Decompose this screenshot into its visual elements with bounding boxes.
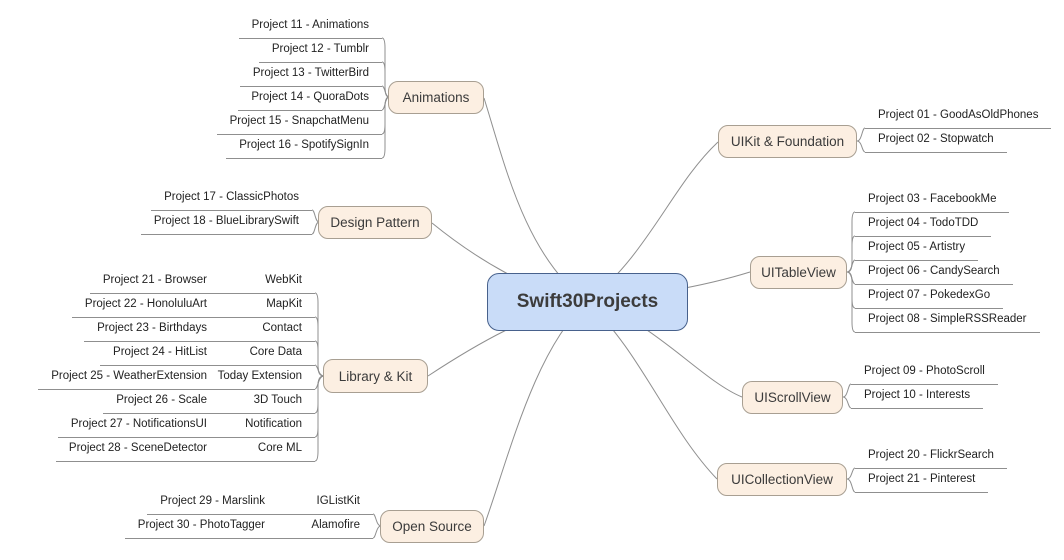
leaf-label: Project 27 - NotificationsUI bbox=[70, 418, 207, 430]
connector-center-animations bbox=[483, 97, 588, 303]
leaf-label: Project 28 - SceneDetector bbox=[68, 442, 207, 454]
leaf-kit-label: Today Extension bbox=[217, 370, 302, 382]
leaf-project-13[interactable]: Project 13 - TwitterBird bbox=[239, 66, 382, 87]
leaf-project-15[interactable]: Project 15 - SnapchatMenu bbox=[216, 114, 382, 135]
branch-uicollectionview[interactable]: UICollectionView bbox=[717, 463, 847, 496]
leaf-project-11[interactable]: Project 11 - Animations bbox=[238, 18, 382, 39]
leaf-project-26[interactable]: Project 26 - Scale 3D Touch bbox=[103, 393, 315, 414]
leaf-project-30[interactable]: Project 30 - PhotoTagger Alamofire bbox=[124, 518, 373, 539]
leaf-project-02[interactable]: Project 02 - Stopwatch bbox=[865, 132, 1007, 153]
leaf-project-22[interactable]: Project 22 - HonoluluArt MapKit bbox=[71, 297, 315, 318]
leaf-project-28[interactable]: Project 28 - SceneDetector Core ML bbox=[55, 441, 315, 462]
leaf-project-21-browser[interactable]: Project 21 - Browser WebKit bbox=[89, 273, 315, 294]
leaf-kit-label: IGListKit bbox=[316, 495, 360, 507]
connector-center-open-source bbox=[483, 301, 588, 527]
branch-library-kit[interactable]: Library & Kit bbox=[323, 359, 428, 393]
leaf-kit-label: MapKit bbox=[266, 298, 302, 310]
leaf-label: Project 29 - Marslink bbox=[160, 495, 265, 507]
leaf-kit-label: 3D Touch bbox=[253, 394, 302, 406]
leaf-project-23[interactable]: Project 23 - Birthdays Contact bbox=[84, 321, 315, 342]
branch-animations[interactable]: Animations bbox=[388, 81, 484, 114]
branch-uiscrollview[interactable]: UIScrollView bbox=[742, 381, 843, 414]
leaf-project-04[interactable]: Project 04 - TodoTDD bbox=[855, 216, 992, 237]
leaf-project-27[interactable]: Project 27 - NotificationsUI Notificatio… bbox=[57, 417, 315, 438]
leaf-kit-label: Notification bbox=[245, 418, 302, 430]
leaf-project-06[interactable]: Project 06 - CandySearch bbox=[855, 264, 1013, 285]
central-topic-swift30projects[interactable]: Swift30Projects bbox=[487, 273, 688, 331]
leaf-label: Project 23 - Birthdays bbox=[97, 322, 207, 334]
leaf-project-21-pinterest[interactable]: Project 21 - Pinterest bbox=[855, 472, 989, 493]
leaf-project-29[interactable]: Project 29 - Marslink IGListKit bbox=[147, 494, 373, 515]
leaf-kit-label: WebKit bbox=[265, 274, 302, 286]
leaf-label: Project 26 - Scale bbox=[116, 394, 207, 406]
leaf-project-18[interactable]: Project 18 - BlueLibrarySwift bbox=[140, 214, 312, 235]
leaf-project-16[interactable]: Project 16 - SpotifySignIn bbox=[226, 138, 382, 159]
leaf-label: Project 22 - HonoluluArt bbox=[84, 298, 207, 310]
branch-uikit-foundation[interactable]: UIKit & Foundation bbox=[718, 125, 857, 158]
leaf-project-07[interactable]: Project 07 - PokedexGo bbox=[855, 288, 1004, 309]
leaf-project-03[interactable]: Project 03 - FacebookMe bbox=[855, 192, 1010, 213]
leaf-label: Project 21 - Browser bbox=[102, 274, 207, 286]
leaf-label: Project 24 - HitList bbox=[113, 346, 207, 358]
leaf-kit-label: Alamofire bbox=[311, 519, 360, 531]
branch-open-source[interactable]: Open Source bbox=[380, 510, 484, 543]
leaf-project-05[interactable]: Project 05 - Artistry bbox=[855, 240, 979, 261]
leaf-label: Project 25 - WeatherExtension bbox=[51, 370, 207, 382]
leaf-project-25[interactable]: Project 25 - WeatherExtension Today Exte… bbox=[38, 369, 315, 390]
leaf-project-24[interactable]: Project 24 - HitList Core Data bbox=[100, 345, 315, 366]
branch-uitableview[interactable]: UITableView bbox=[750, 256, 847, 289]
branch-design-pattern[interactable]: Design Pattern bbox=[318, 206, 432, 239]
leaf-project-01[interactable]: Project 01 - GoodAsOldPhones bbox=[865, 108, 1052, 129]
leaf-kit-label: Core ML bbox=[257, 442, 302, 454]
leaf-project-10[interactable]: Project 10 - Interests bbox=[851, 388, 984, 409]
leaf-project-08[interactable]: Project 08 - SimpleRSSReader bbox=[855, 312, 1040, 333]
leaf-kit-label: Core Data bbox=[249, 346, 302, 358]
leaf-kit-label: Contact bbox=[262, 322, 302, 334]
leaf-project-20[interactable]: Project 20 - FlickrSearch bbox=[855, 448, 1007, 469]
leaf-project-12[interactable]: Project 12 - Tumblr bbox=[258, 42, 382, 63]
leaf-project-09[interactable]: Project 09 - PhotoScroll bbox=[851, 364, 998, 385]
leaf-label: Project 30 - PhotoTagger bbox=[137, 519, 265, 531]
leaf-project-14[interactable]: Project 14 - QuoraDots bbox=[238, 90, 382, 111]
leaf-project-17[interactable]: Project 17 - ClassicPhotos bbox=[151, 190, 312, 211]
